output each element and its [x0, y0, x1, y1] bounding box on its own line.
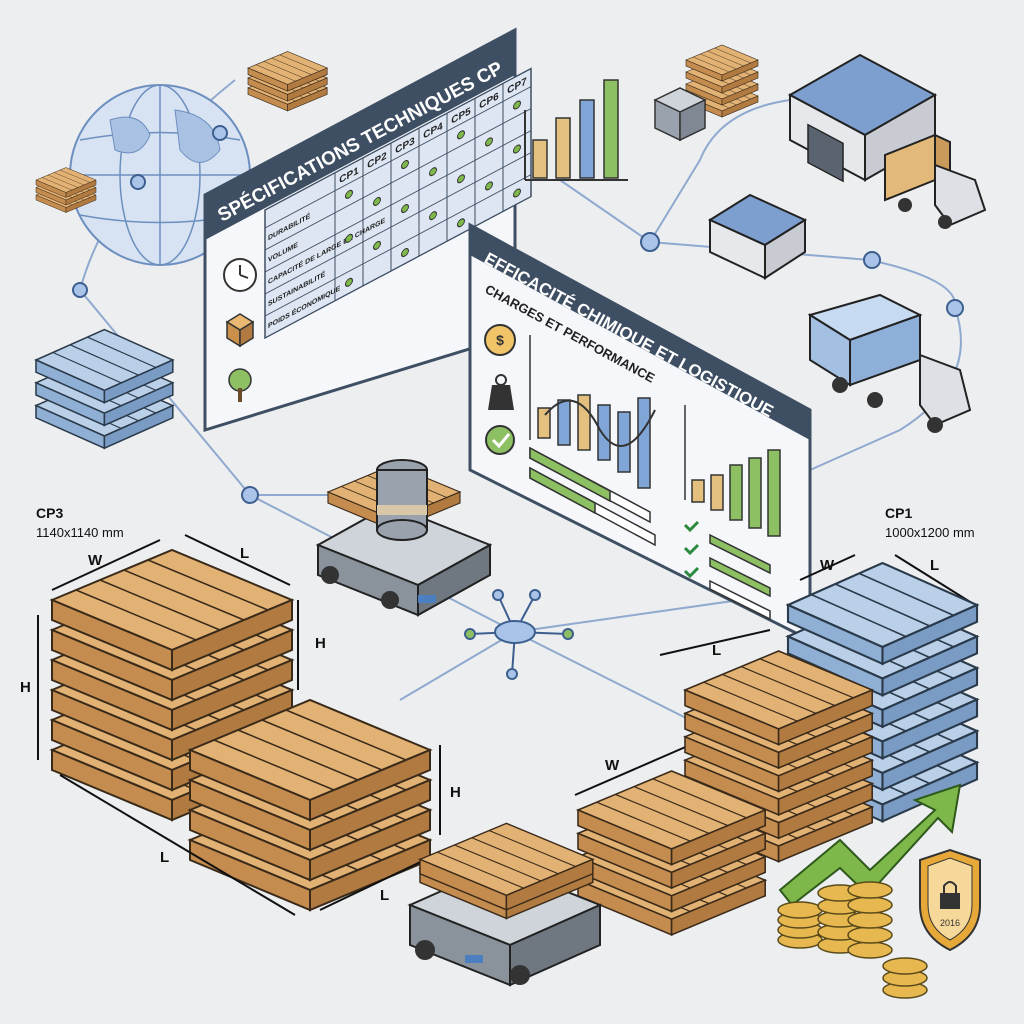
coin-icon: $	[484, 324, 516, 356]
spec-cell-dot	[345, 277, 353, 287]
spec-cell-dot	[345, 233, 353, 243]
spec-cell-dot	[513, 100, 521, 110]
dim-h-front: H	[450, 784, 461, 801]
spec-cell-dot	[429, 211, 437, 221]
spec-cell-dot	[373, 196, 381, 206]
growth-arrow-icon	[778, 783, 962, 907]
dim-l-cp3-bottom: L	[160, 849, 169, 866]
warehouse-large-icon	[787, 53, 938, 183]
spec-table: CP1CP2CP3CP4CP5CP6CP7DURABILITÉVOLUMECAP…	[264, 67, 532, 340]
spec-cell-dot	[485, 137, 493, 147]
network-lines	[79, 79, 962, 721]
right-bar-chart	[684, 405, 781, 537]
efficiency-progress-bars	[529, 446, 656, 547]
agv-robot-barrel	[315, 459, 493, 617]
spec-cell-dot	[485, 181, 493, 191]
checklist	[683, 520, 771, 621]
box-icon	[225, 313, 255, 348]
spec-cell-dot	[457, 218, 465, 228]
spec-cell-dot	[401, 248, 409, 258]
top-bar-chart	[524, 79, 628, 181]
dim-h-cp3-left: H	[20, 679, 31, 696]
dim-l-cp3-top: L	[240, 545, 249, 562]
spec-cell-dot	[457, 130, 465, 140]
svg-text:$: $	[496, 332, 504, 348]
central-hub-node	[464, 589, 574, 680]
efficiency-panel: EFFICACITÉ CHIMIQUE ET LOGISTIQUE CHARGE…	[468, 222, 812, 643]
clock-icon	[223, 258, 257, 292]
cp3-size: 1140x1140 mm	[36, 525, 124, 540]
cp3-label: CP3	[36, 505, 63, 521]
cp1-size: 1000x1200 mm	[885, 525, 975, 540]
spec-cell-dot	[345, 189, 353, 199]
spec-cell-dot	[513, 188, 521, 198]
dim-l-cp1-stack: L	[712, 642, 721, 659]
warehouse-small-icon	[707, 193, 808, 280]
cp1-label: CP1	[885, 505, 912, 521]
coin-stacks	[777, 881, 928, 999]
dim-w-cp1: W	[820, 557, 835, 574]
weight-icon	[488, 374, 514, 410]
network-nodes	[72, 125, 964, 504]
blue-pallet-stack-left	[35, 328, 174, 449]
truck-large-icon	[807, 293, 972, 433]
spec-cell-dot	[373, 240, 381, 250]
dim-w-cp3: W	[88, 552, 103, 569]
spec-table-bg	[264, 67, 532, 340]
tree-icon	[228, 368, 252, 402]
security-shield-icon: 2016	[919, 848, 981, 952]
shield-year: 2016	[940, 918, 960, 928]
dim-l-cp1: L	[930, 557, 939, 574]
check-icon	[485, 425, 515, 455]
dimension-arrows	[37, 534, 976, 916]
spec-cell-dot	[401, 160, 409, 170]
dim-w-cp1-stack: W	[605, 757, 620, 774]
packaged-boxes	[653, 87, 707, 142]
spec-cell-dot	[429, 167, 437, 177]
dim-h-cp3-right: H	[315, 635, 326, 652]
spec-cell-dot	[457, 174, 465, 184]
efficiency-bar-chart	[529, 335, 656, 489]
agv-robot-pallet	[407, 822, 603, 987]
spec-cell-dot	[401, 204, 409, 214]
dim-l-front: L	[380, 887, 389, 904]
spec-cell-dot	[513, 144, 521, 154]
truck-small-icon	[884, 133, 987, 229]
pallet-stack-small-1	[247, 51, 328, 112]
